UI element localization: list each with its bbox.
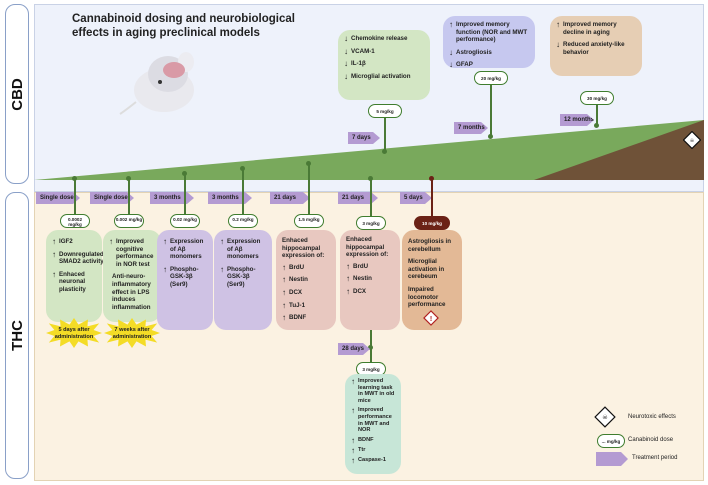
thc-box-4: ↑Expression of Aβ monomers ↑Phospho-GSK-…: [214, 230, 272, 330]
thc-dot-7: [429, 176, 434, 181]
mouse-illustration: [119, 52, 194, 115]
thc-box-8: ↑Improved learning task in MWT in old mi…: [345, 374, 401, 474]
cbd-section-label: CBD: [5, 4, 29, 184]
thc-section-label: THC: [5, 192, 29, 479]
thc-stem-7: [431, 180, 433, 216]
thc-period-8: 28 days: [338, 343, 370, 355]
legend-dose-label: Canabinoid dose: [628, 437, 674, 443]
legend-dose-sample: ... mg/kg: [597, 434, 625, 448]
thc-period-3: 3 months: [150, 192, 194, 204]
thc-dot-6: [368, 176, 373, 181]
thc-stem-2: [128, 180, 130, 214]
thc-period-4: 3 months: [208, 192, 252, 204]
cbd-dot-1: [382, 149, 387, 154]
thc-dose-3: 0.02 mg/kg: [170, 214, 200, 228]
svg-text:☠: ☠: [690, 138, 695, 144]
cbd-period-2: 7 months: [454, 122, 488, 134]
cbd-stem-2: [490, 85, 492, 135]
thc-period-7: 5 days: [400, 192, 432, 204]
thc-dose-6: 3 mg/kg: [356, 216, 386, 230]
thc-period-2: Single dose: [90, 192, 134, 204]
cbd-box-3: ↑Improved memory decline in aging ↓Reduc…: [550, 16, 642, 76]
thc-dot-6b: [368, 345, 373, 350]
thc-dot-2: [126, 176, 131, 181]
warning-icon: !: [423, 310, 439, 326]
legend-neurotoxic-label: Neurotoxic effects: [628, 414, 676, 420]
legend-period-label: Treatment period: [632, 455, 678, 461]
cbd-stem-3: [596, 105, 598, 125]
figure-title: Cannabinoid dosing and neurobiological e…: [72, 13, 295, 39]
cbd-box-2: ↑Improved memory function (NOR and MWT p…: [443, 16, 535, 69]
thc-box-6: Enhaced hippocampal expression of: ↑BrdU…: [340, 230, 400, 330]
cbd-stem-1: [384, 118, 386, 150]
legend-period-arrow: [596, 452, 628, 466]
cbd-dose-2: 20 mg/kg: [474, 71, 508, 85]
svg-text:!: !: [430, 316, 432, 323]
thc-dot-4: [240, 166, 245, 171]
thc-stem-4: [242, 170, 244, 214]
thc-period-5: 21 days: [270, 192, 310, 204]
thc-stem-3: [184, 175, 186, 214]
cbd-dose-1: 5 mg/kg: [368, 104, 402, 118]
legend-neurotoxic-icon: ☠: [594, 406, 616, 428]
thc-dose-1: 0.0002 mg/kg: [60, 214, 90, 228]
neurotoxic-icon: ☠: [683, 131, 701, 149]
cbd-dot-3: [594, 123, 599, 128]
thc-dot-3: [182, 171, 187, 176]
thc-dose-5: 1.5 mg/kg: [294, 214, 324, 228]
cbd-period-1: 7 days: [348, 132, 380, 144]
cbd-period-3: 12 months: [560, 114, 594, 126]
cbd-dot-2: [488, 134, 493, 139]
thc-stem-6: [370, 180, 372, 216]
thc-box-5: Enhaced hippocampal expression of: ↑BrdU…: [276, 230, 336, 330]
thc-dot-5: [306, 161, 311, 166]
thc-box-1: ↑IGF2 ↑Downregulated SMAD2 activity ↑Enh…: [46, 230, 104, 322]
thc-dose-4: 0.2 mg/kg: [228, 214, 258, 228]
thc-period-6: 21 days: [338, 192, 378, 204]
cbd-box-1: ↓Chemokine release ↓VCAM-1 ↓IL-1β ↓Micro…: [338, 30, 430, 100]
age-slope: [34, 120, 704, 180]
thc-box-3: ↑Expression of Aβ monomers ↑Phospho-GSK-…: [157, 230, 213, 330]
thc-dot-1: [72, 176, 77, 181]
svg-text:☠: ☠: [602, 414, 608, 421]
thc-period-1: Single dose: [36, 192, 80, 204]
thc-box-2: ↑Improved cognitive performance in NOR t…: [103, 230, 161, 322]
thc-stem-1: [74, 180, 76, 214]
thc-dose-7: 10 mg/kg: [414, 216, 450, 230]
cbd-dose-3: 30 mg/kg: [580, 91, 614, 105]
thc-stem-5: [308, 165, 310, 214]
thc-dose-2: 0.002 mg/kg: [114, 214, 144, 228]
